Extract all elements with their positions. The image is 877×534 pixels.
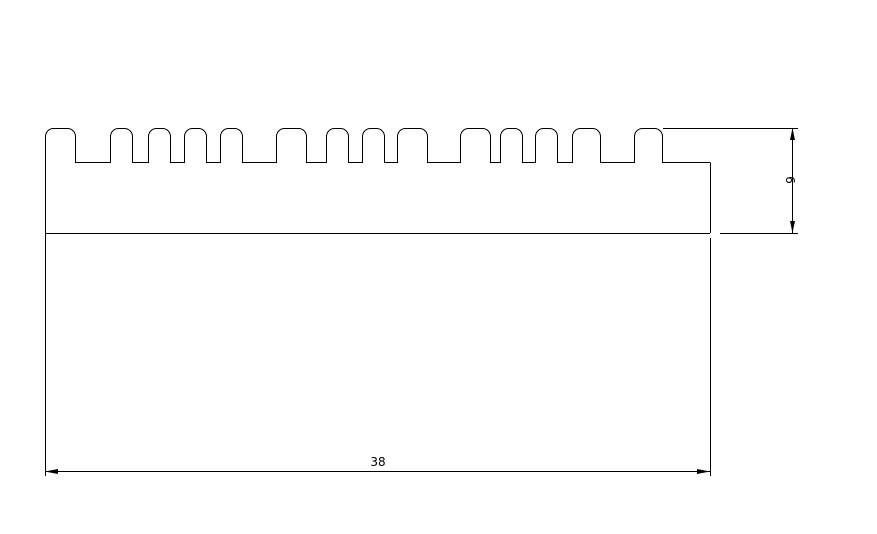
width-arrow-right	[697, 469, 710, 474]
width-arrow-left	[45, 469, 58, 474]
height-arrow-top	[790, 128, 795, 140]
height-dimension-label: 6	[783, 176, 797, 184]
height-arrow-bottom	[790, 221, 795, 233]
fin-profile-outline	[45, 128, 711, 163]
width-dimension-label: 38	[370, 455, 385, 469]
